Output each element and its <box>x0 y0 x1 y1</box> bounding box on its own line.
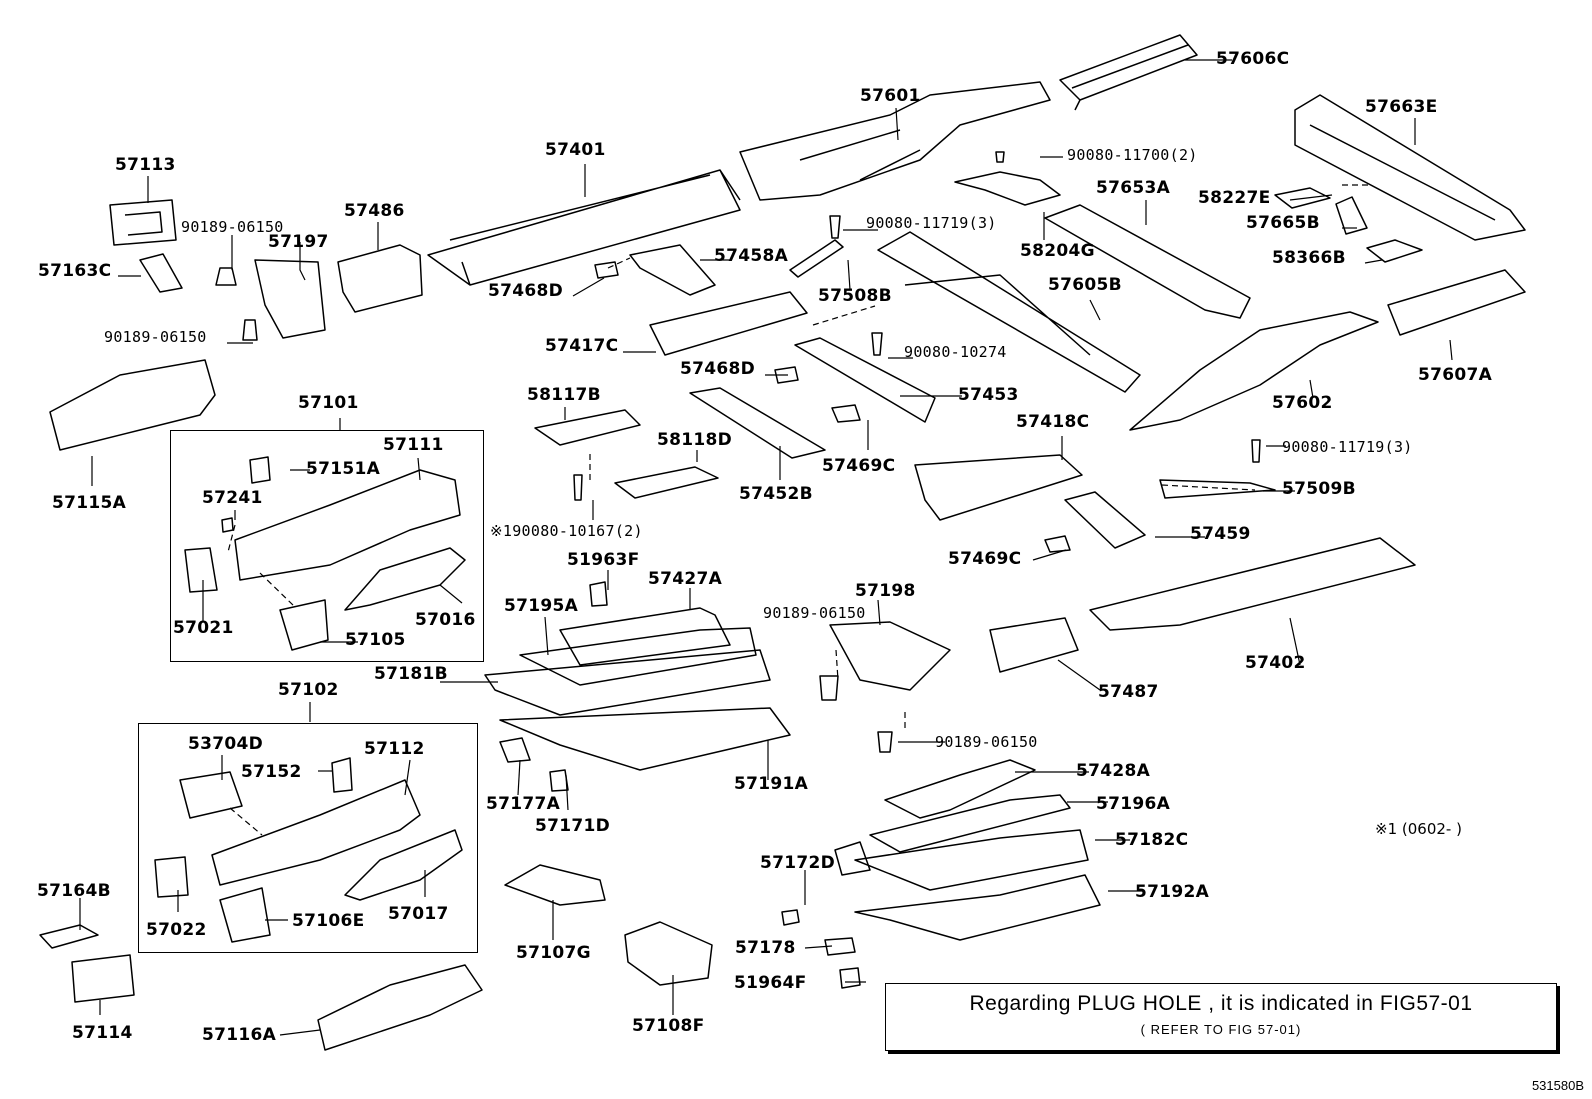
part-label[interactable]: 90189-06150 <box>763 604 866 622</box>
part-label[interactable]: 57181B <box>374 664 448 684</box>
part-label[interactable]: 57459 <box>1190 524 1251 544</box>
part-label[interactable]: 90189-06150 <box>935 733 1038 751</box>
footnote: ※1 (0602- ) <box>1375 820 1462 838</box>
part-label[interactable]: 57177A <box>486 794 561 814</box>
part-label[interactable]: 58204G <box>1020 241 1095 261</box>
part-label[interactable]: 57192A <box>1135 882 1210 902</box>
part-label[interactable]: 57605B <box>1048 275 1122 295</box>
part-label[interactable]: 90189-06150 <box>104 328 207 346</box>
part-label[interactable]: 57602 <box>1272 393 1333 413</box>
part-label[interactable]: 90189-06150 <box>181 218 284 236</box>
part-label[interactable]: 57163C <box>38 261 112 281</box>
part-label[interactable]: 57191A <box>734 774 809 794</box>
group-box-57102 <box>138 723 478 953</box>
part-label[interactable]: 51964F <box>734 973 807 993</box>
part-label[interactable]: 57509B <box>1282 479 1356 499</box>
part-label[interactable]: 57241 <box>202 488 263 508</box>
part-label[interactable]: 57401 <box>545 140 606 160</box>
part-label[interactable]: 57116A <box>202 1025 277 1045</box>
part-label[interactable]: 57601 <box>860 86 921 106</box>
part-label[interactable]: 57164B <box>37 881 111 901</box>
part-label[interactable]: 57458A <box>714 246 789 266</box>
part-label[interactable]: 57653A <box>1096 178 1171 198</box>
part-label[interactable]: 90080-10274 <box>904 343 1007 361</box>
part-label[interactable]: 57198 <box>855 581 916 601</box>
part-label[interactable]: 57113 <box>115 155 176 175</box>
part-label[interactable]: 57663E <box>1365 97 1438 117</box>
part-label[interactable]: 57017 <box>388 904 449 924</box>
plug-hole-note: Regarding PLUG HOLE , it is indicated in… <box>885 983 1557 1051</box>
part-label[interactable]: 57105 <box>345 630 406 650</box>
part-label[interactable]: 57111 <box>383 435 444 455</box>
part-label[interactable]: 90080-11719(3) <box>1282 438 1413 456</box>
part-label[interactable]: 57021 <box>173 618 234 638</box>
part-label[interactable]: 57195A <box>504 596 579 616</box>
part-label[interactable]: 57468D <box>680 359 756 379</box>
part-label[interactable]: 90080-11719(3) <box>866 214 997 232</box>
part-label[interactable]: 57418C <box>1016 412 1090 432</box>
part-label[interactable]: 57196A <box>1096 794 1171 814</box>
note-line-1: Regarding PLUG HOLE , it is indicated in… <box>969 992 1473 1015</box>
part-label[interactable]: 57417C <box>545 336 619 356</box>
part-label[interactable]: 57486 <box>344 201 405 221</box>
part-label[interactable]: 57114 <box>72 1023 133 1043</box>
part-label[interactable]: 57151A <box>306 459 381 479</box>
part-label[interactable]: 53704D <box>188 734 264 754</box>
part-label[interactable]: 57453 <box>958 385 1019 405</box>
part-label[interactable]: 57487 <box>1098 682 1159 702</box>
part-label[interactable]: 57428A <box>1076 761 1151 781</box>
part-label[interactable]: 57468D <box>488 281 564 301</box>
part-label[interactable]: 57112 <box>364 739 425 759</box>
group-box-57101 <box>170 430 484 662</box>
part-label[interactable]: 57469C <box>948 549 1022 569</box>
part-label[interactable]: 57108F <box>632 1016 705 1036</box>
part-label[interactable]: 57427A <box>648 569 723 589</box>
part-label[interactable]: 51963F <box>567 550 640 570</box>
part-label[interactable]: 58117B <box>527 385 601 405</box>
part-label[interactable]: 57508B <box>818 286 892 306</box>
part-label[interactable]: 57182C <box>1115 830 1189 850</box>
part-label[interactable]: 57606C <box>1216 49 1290 69</box>
part-label[interactable]: 57402 <box>1245 653 1306 673</box>
part-label[interactable]: 57197 <box>268 232 329 252</box>
part-label[interactable]: 57107G <box>516 943 591 963</box>
part-label[interactable]: 58118D <box>657 430 733 450</box>
part-label[interactable]: 57106E <box>292 911 365 931</box>
part-label[interactable]: 57101 <box>298 393 359 413</box>
part-label[interactable]: 57152 <box>241 762 302 782</box>
part-label[interactable]: 57607A <box>1418 365 1493 385</box>
figure-code: 531580B <box>1531 1078 1584 1093</box>
part-label[interactable]: 90080-11700(2) <box>1067 146 1198 164</box>
part-label[interactable]: 57022 <box>146 920 207 940</box>
part-label[interactable]: 57172D <box>760 853 836 873</box>
part-label[interactable]: 57452B <box>739 484 813 504</box>
part-label[interactable]: 57016 <box>415 610 476 630</box>
part-label[interactable]: 58366B <box>1272 248 1346 268</box>
part-label[interactable]: 57115A <box>52 493 127 513</box>
note-line-2: ( REFER TO FIG 57-01) <box>1140 1022 1302 1037</box>
part-label[interactable]: 57665B <box>1246 213 1320 233</box>
part-label[interactable]: 57178 <box>735 938 796 958</box>
part-label[interactable]: 57469C <box>822 456 896 476</box>
part-label[interactable]: 57102 <box>278 680 339 700</box>
part-label[interactable]: ※190080-10167(2) <box>490 522 643 540</box>
part-label[interactable]: 58227E <box>1198 188 1271 208</box>
part-label[interactable]: 57171D <box>535 816 611 836</box>
